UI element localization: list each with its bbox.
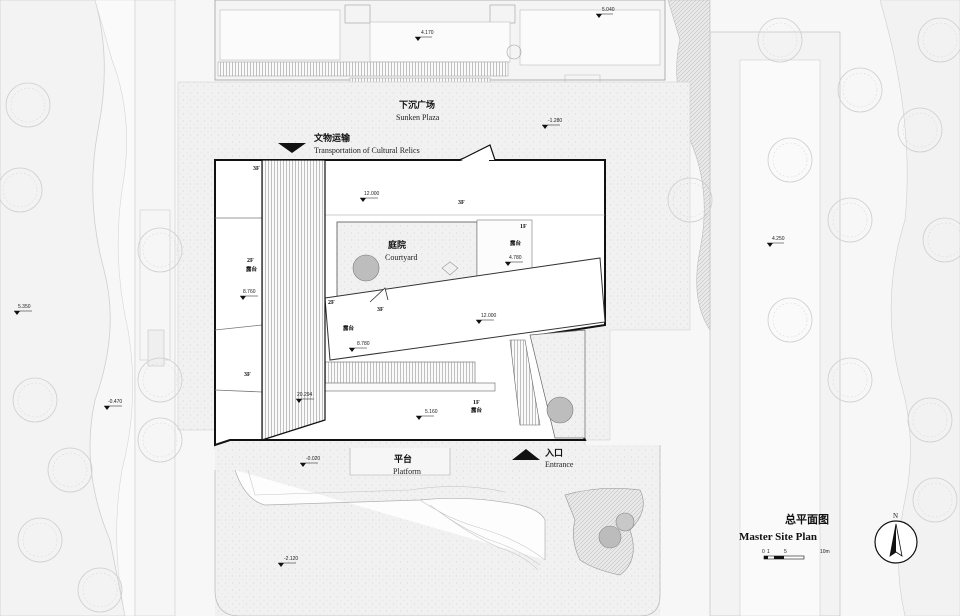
floor-2f-mid: 2F	[328, 300, 335, 306]
floor-2f-left: 2F	[247, 258, 254, 264]
diagonal-band	[324, 257, 606, 361]
terrace-label-bottom: 露台	[471, 406, 483, 414]
level-m0020: -0.020	[306, 456, 320, 462]
terrace-label-left: 露台	[246, 265, 258, 273]
level-markers	[14, 13, 784, 567]
title-cn: 总平面图	[785, 512, 829, 526]
transport-arrow-icon	[278, 143, 306, 153]
scale-tick-5: 5	[784, 549, 787, 555]
scale-tick-10: 10m	[820, 549, 830, 555]
level-4170: 4.170	[421, 30, 434, 36]
platform-area	[215, 445, 660, 616]
courtyard-label-en: Courtyard	[385, 253, 417, 262]
scale-bar: 0 1 5 10m	[762, 549, 830, 560]
building-trees	[352, 254, 574, 424]
level-m2120: -2.120	[284, 556, 298, 562]
north-label: N	[893, 512, 898, 520]
level-8780: 8.780	[357, 341, 370, 347]
level-4780: 4.780	[509, 255, 522, 261]
floor-3f-top: 3F	[458, 200, 465, 206]
level-m1280: -1.280	[548, 118, 562, 124]
floor-3f-left-lower: 3F	[244, 372, 251, 378]
floor-1f-right: 1F	[520, 224, 527, 230]
garden-pond	[564, 487, 644, 576]
floor-3f-band: 3F	[377, 307, 384, 313]
scale-tick-0: 0	[762, 549, 765, 555]
level-12000-top: 12.000	[364, 191, 380, 197]
sunken-plaza-label-en: Sunken Plaza	[396, 113, 440, 122]
sunken-plaza-label-cn: 下沉广场	[399, 99, 435, 111]
transport-ramp	[261, 159, 326, 441]
level-5160: 5.160	[425, 409, 438, 415]
north-arrow-icon: N	[874, 512, 918, 564]
level-12000-band: 12.000	[481, 313, 497, 319]
terrace-label-mid: 露台	[343, 324, 355, 332]
platform-steps	[234, 448, 546, 571]
title-en: Master Site Plan	[739, 531, 817, 543]
terrace-label-right: 露台	[510, 239, 522, 247]
courtyard-label-cn: 庭院	[388, 239, 406, 251]
entrance-label-en: Entrance	[545, 460, 574, 469]
scale-tick-1: 1	[767, 549, 770, 555]
entrance-label-cn: 入口	[544, 448, 563, 459]
level-5350: 5.350	[18, 304, 31, 310]
level-8760: 8.760	[243, 289, 256, 295]
museum-building	[214, 144, 606, 447]
level-5040: 5.040	[602, 7, 615, 13]
floor-3f-left: 3F	[253, 166, 260, 172]
level-m0470: -0.470	[108, 399, 122, 405]
floor-1f-bottom: 1F	[473, 400, 480, 406]
platform-label-cn: 平台	[394, 453, 412, 465]
platform-label-en: Platform	[393, 467, 422, 476]
right-landscape	[667, 0, 960, 616]
transport-label-en: Transportation of Cultural Relics	[314, 146, 420, 155]
level-4250: 4.250	[772, 236, 785, 242]
transport-label-cn: 文物运输	[313, 132, 351, 144]
level-20294: 20.294	[297, 392, 313, 398]
entrance-arrow-icon	[512, 449, 540, 460]
